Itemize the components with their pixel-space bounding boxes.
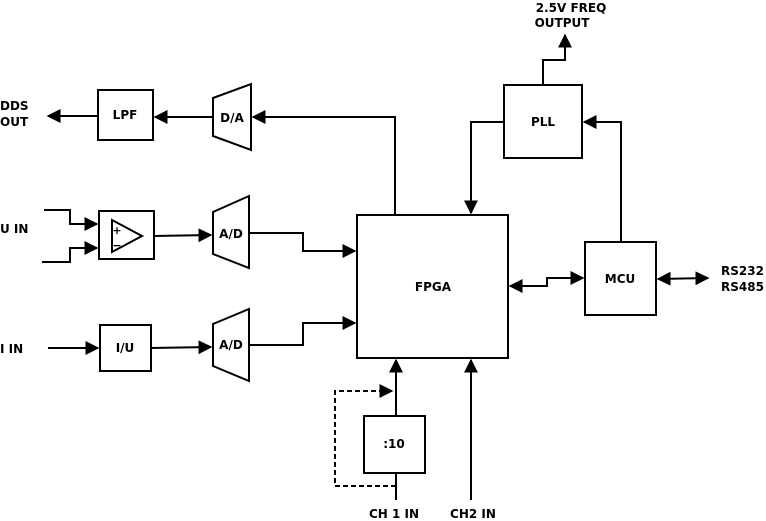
lpf-label: LPF xyxy=(113,108,138,122)
divider-label: :10 xyxy=(383,437,405,451)
dds-out-label-line1: DDS xyxy=(0,99,29,113)
ad-i-to-fpga-wire xyxy=(249,316,357,346)
iu-to-ad-wire xyxy=(150,340,213,355)
ad-i-label: A/D xyxy=(219,338,243,352)
rs232-label: RS232 xyxy=(721,264,764,278)
fpga-to-da-wire xyxy=(251,110,396,215)
mcu-to-pll-wire xyxy=(582,115,622,242)
ad-u-to-fpga-wire xyxy=(249,232,357,258)
pll-to-freq-output-wire xyxy=(542,33,572,85)
u-in-label: U IN xyxy=(0,222,28,236)
ch2-in-label: CH2 IN xyxy=(450,507,496,521)
ad-u-label: A/D xyxy=(219,227,243,241)
u-in-negative-wire xyxy=(42,241,99,263)
opamp-plus-sign: + xyxy=(112,224,121,237)
amp-to-ad-wire xyxy=(153,228,213,243)
pll-to-fpga-wire xyxy=(464,121,504,215)
mcu-label: MCU xyxy=(605,272,636,286)
fpga-block: FPGA xyxy=(356,214,509,359)
dds-out-label-line2: OUT xyxy=(0,115,29,129)
ch1-bypass-dashed-wire xyxy=(334,384,396,487)
ad-converter-u-block: A/D xyxy=(212,194,250,270)
pll-label: PLL xyxy=(531,115,555,129)
rs485-label: RS485 xyxy=(721,280,764,294)
fpga-mcu-bus-wire xyxy=(508,271,585,293)
ad-converter-i-block: A/D xyxy=(212,307,250,383)
da-converter-block: D/A xyxy=(212,82,252,152)
iu-converter-block: I/U xyxy=(99,324,152,372)
freq-output-label-line1: 2.5V FREQ xyxy=(536,1,607,15)
lpf-block: LPF xyxy=(97,89,154,141)
divider-block: :10 xyxy=(363,415,426,474)
u-in-positive-wire xyxy=(44,209,99,231)
iu-label: I/U xyxy=(116,341,135,355)
i-in-label: I IN xyxy=(0,342,23,356)
opamp-triangle-icon xyxy=(111,218,145,254)
da-label: D/A xyxy=(220,111,244,125)
freq-output-label-line2: OUTPUT xyxy=(535,16,591,30)
mcu-serial-bus-wire xyxy=(656,271,710,286)
ch1-in-label: CH 1 IN xyxy=(369,507,419,521)
pll-block: PLL xyxy=(503,84,583,159)
amplifier-block: + − xyxy=(98,210,155,260)
mcu-block: MCU xyxy=(584,241,657,316)
opamp-minus-sign: − xyxy=(112,239,121,252)
fpga-label: FPGA xyxy=(415,280,452,294)
